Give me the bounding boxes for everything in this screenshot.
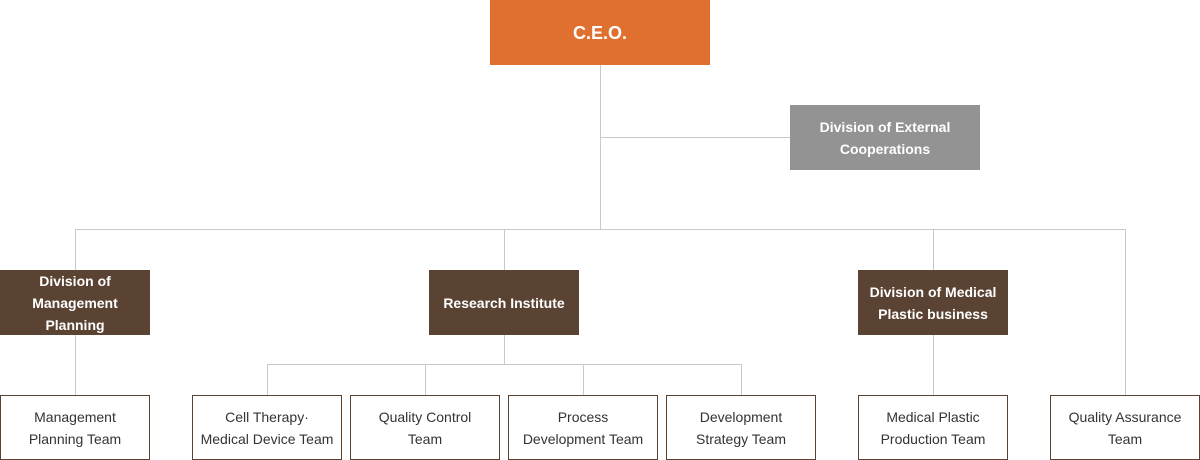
development-strategy-team-box: Development Strategy Team bbox=[666, 395, 816, 460]
medical-plastic-production-team-box: Medical Plastic Production Team bbox=[858, 395, 1008, 460]
connector-to-quality-control-team bbox=[425, 364, 426, 395]
connector-division-bus bbox=[75, 229, 1126, 230]
connector-ceo-external bbox=[600, 137, 790, 138]
ceo-box: C.E.O. bbox=[490, 0, 710, 65]
medical-plastic-division-box: Division of Medical Plastic business bbox=[858, 270, 1008, 335]
connector-to-cell-therapy-team bbox=[267, 364, 268, 395]
connector-medical-to-team bbox=[933, 335, 934, 395]
connector-research-team-bus bbox=[267, 364, 742, 365]
quality-control-team-box: Quality Control Team bbox=[350, 395, 500, 460]
management-planning-team-box: Management Planning Team bbox=[0, 395, 150, 460]
connector-to-medical-division bbox=[933, 229, 934, 270]
connector-to-quality-assurance bbox=[1125, 229, 1126, 395]
connector-to-process-team bbox=[583, 364, 584, 395]
connector-to-strategy-team bbox=[741, 364, 742, 395]
management-planning-division-box: Division of Management Planning bbox=[0, 270, 150, 335]
connector-research-down bbox=[504, 335, 505, 364]
connector-management-to-team bbox=[75, 335, 76, 395]
external-cooperations-box: Division of External Cooperations bbox=[790, 105, 980, 170]
connector-ceo-vertical bbox=[600, 65, 601, 230]
process-development-team-box: Process Development Team bbox=[508, 395, 658, 460]
quality-assurance-team-box: Quality Assurance Team bbox=[1050, 395, 1200, 460]
connector-to-management-division bbox=[75, 229, 76, 270]
cell-therapy-team-box: Cell Therapy· Medical Device Team bbox=[192, 395, 342, 460]
research-institute-box: Research Institute bbox=[429, 270, 579, 335]
connector-to-research-institute bbox=[504, 229, 505, 270]
